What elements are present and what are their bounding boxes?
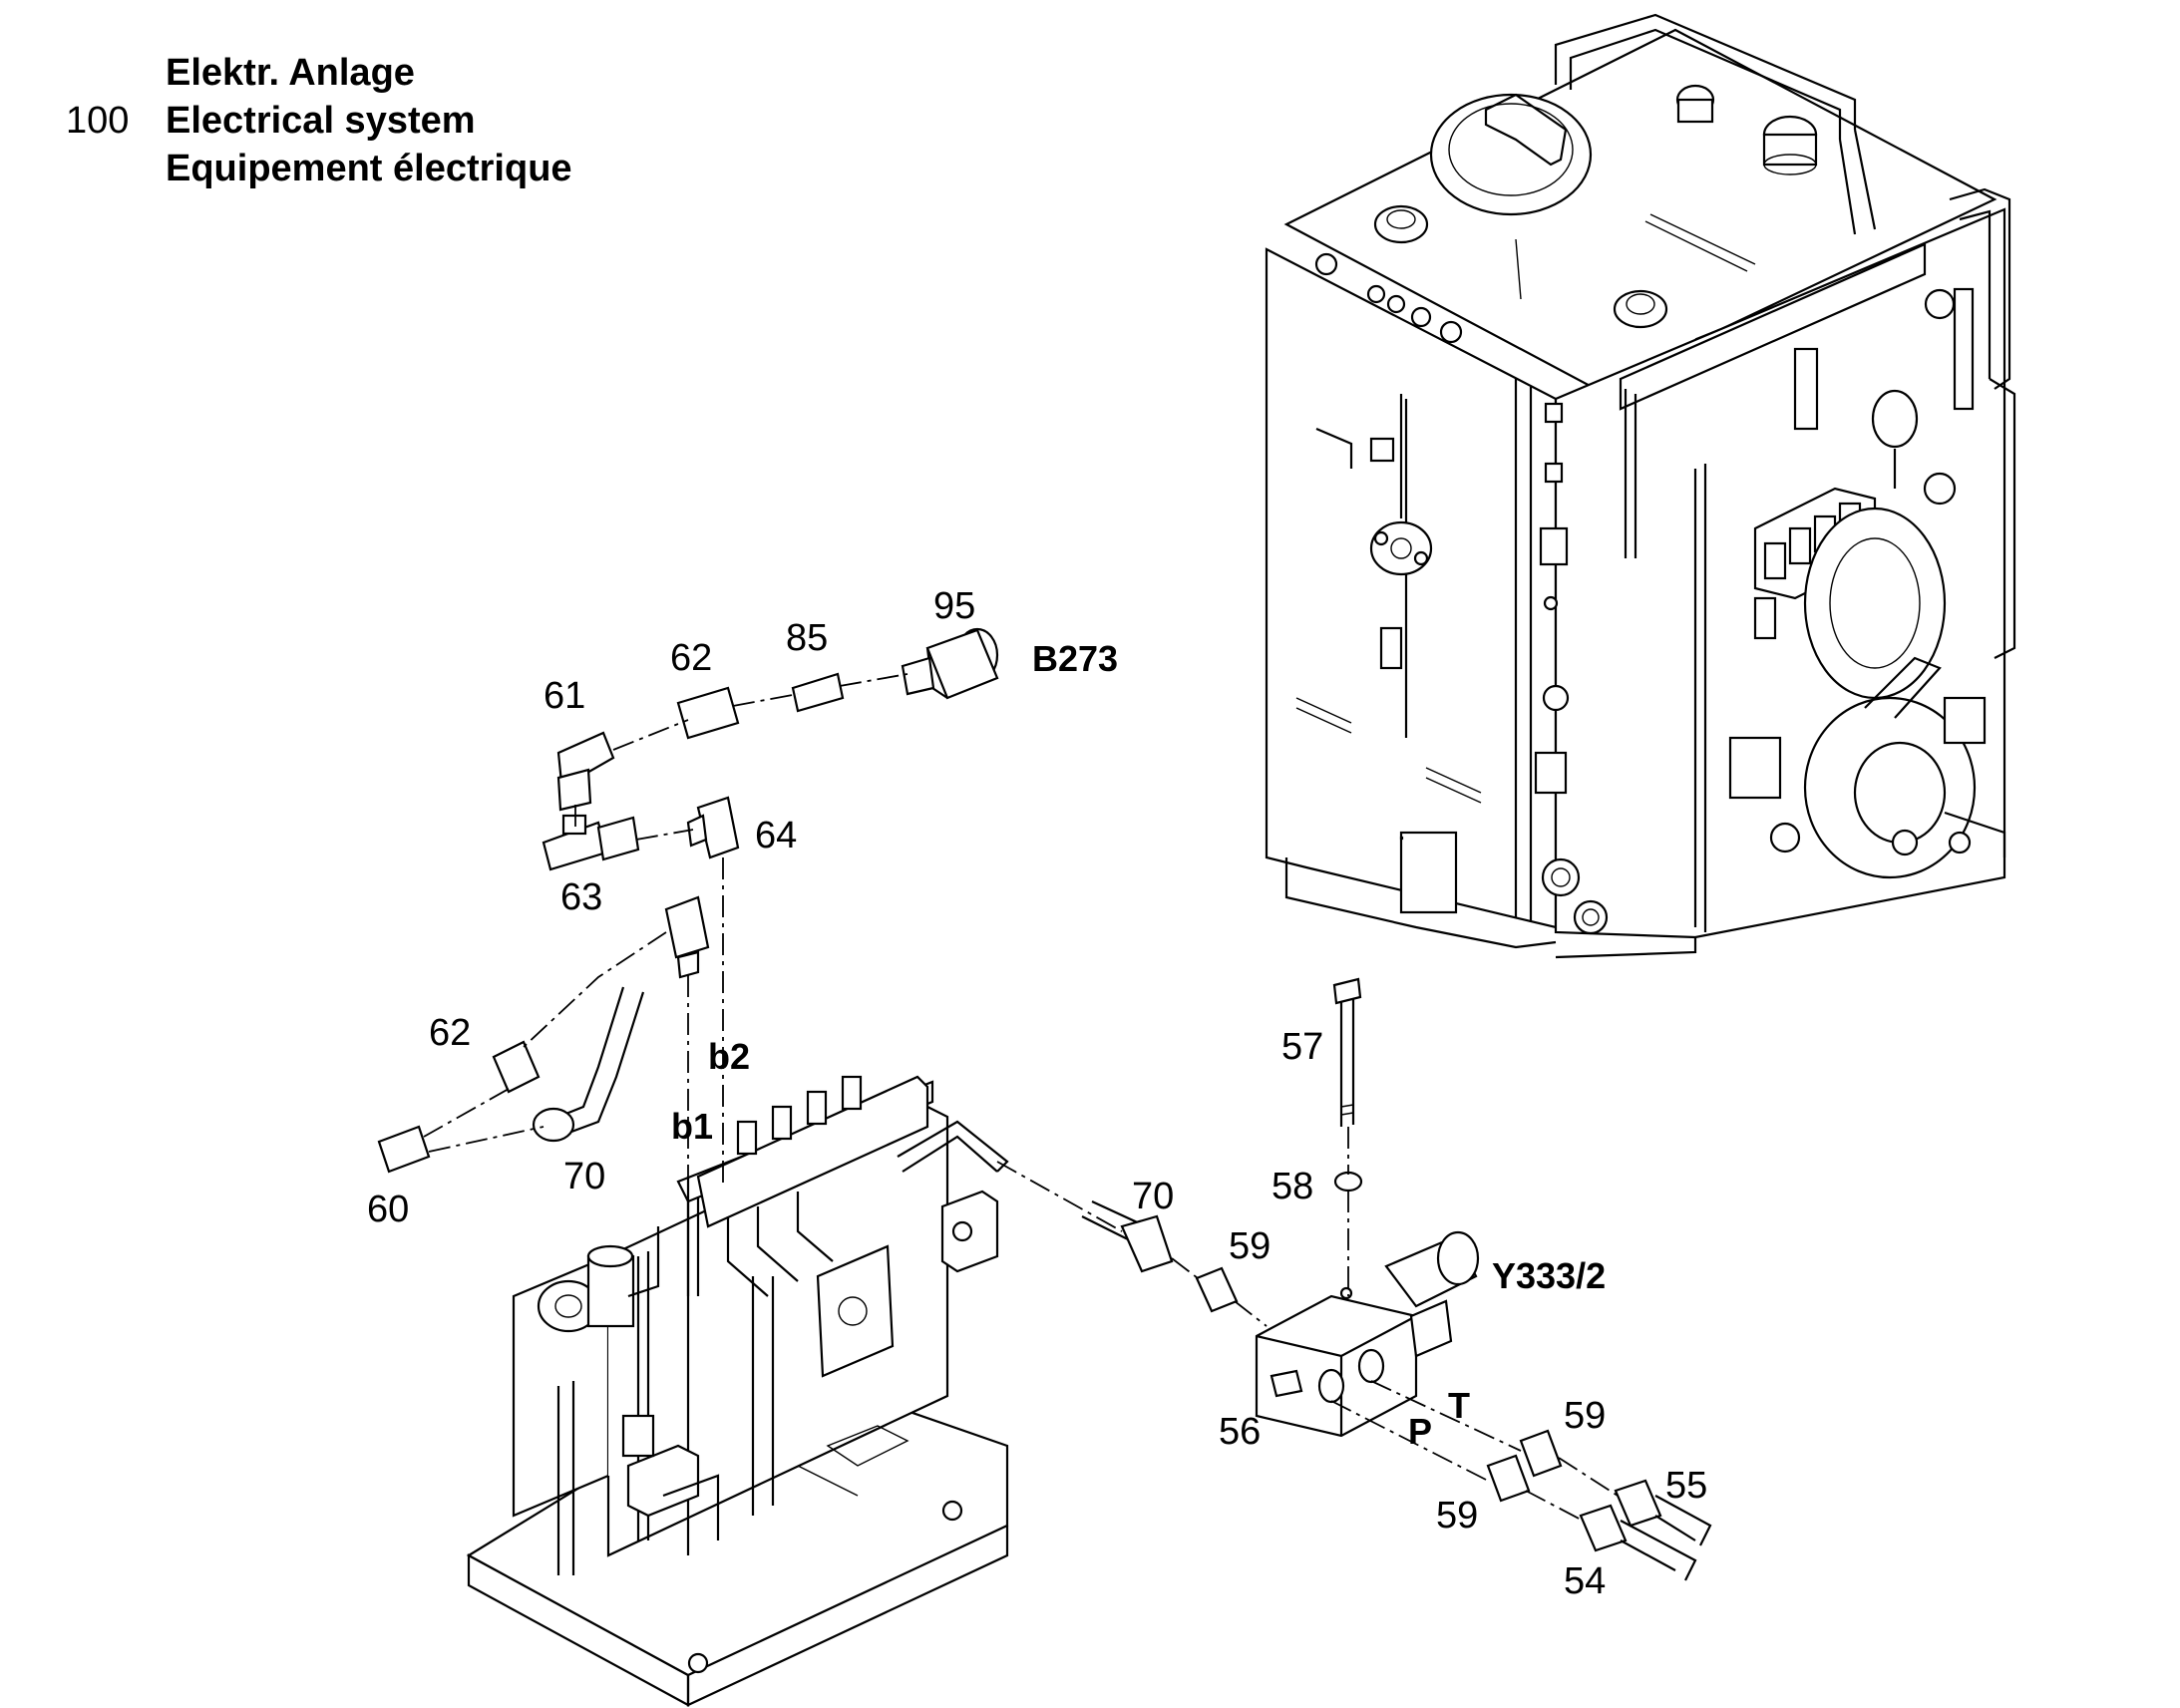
- group-number: 100: [66, 100, 130, 142]
- label-62-upper: 62: [670, 637, 712, 679]
- part-63-tee: [542, 814, 640, 871]
- label-55: 55: [1665, 1465, 1707, 1507]
- label-y333-2: Y333/2: [1492, 1255, 1606, 1296]
- part-64-fitting: [686, 796, 740, 859]
- label-70-right: 70: [1132, 1176, 1174, 1217]
- label-port-t: T: [1448, 1385, 1470, 1426]
- title-german: Elektr. Anlage: [166, 52, 415, 94]
- label-59-t: 59: [1564, 1395, 1606, 1437]
- label-59-upper: 59: [1229, 1225, 1271, 1267]
- part-57-bolt: [1332, 977, 1362, 1127]
- title-french: Equipement électrique: [166, 148, 572, 189]
- assembly-lines: [423, 673, 1619, 1522]
- label-b273: B273: [1032, 638, 1118, 679]
- valve-block-y333: [1255, 1230, 1480, 1438]
- part-62-nut-upper: [676, 686, 740, 740]
- label-57: 57: [1281, 1026, 1323, 1068]
- label-58: 58: [1272, 1166, 1313, 1207]
- part-70-hose-right: [1081, 1200, 1174, 1273]
- part-59-t-port: [1519, 1429, 1563, 1478]
- label-62-lower: 62: [429, 1012, 471, 1054]
- label-63: 63: [560, 876, 602, 918]
- label-59-p: 59: [1436, 1495, 1478, 1537]
- part-62-nut-lower: [492, 1040, 541, 1094]
- label-95: 95: [933, 585, 975, 627]
- part-70-hose-left: [532, 986, 645, 1143]
- label-60: 60: [367, 1189, 409, 1230]
- part-61-elbow: [556, 731, 615, 812]
- label-b1: b1: [671, 1106, 713, 1147]
- label-61: 61: [544, 675, 585, 717]
- label-56: 56: [1219, 1411, 1261, 1453]
- label-b2: b2: [708, 1036, 750, 1077]
- part-54-hose-end: [1579, 1504, 1697, 1581]
- label-64: 64: [755, 815, 797, 856]
- part-55-hose-end: [1614, 1479, 1712, 1546]
- hydraulic-tank-assembly: [1265, 13, 2016, 959]
- part-58-washer: [1333, 1171, 1363, 1193]
- part-59-p-port: [1486, 1454, 1531, 1503]
- part-59-upper: [1195, 1266, 1239, 1313]
- engine-inlet-fitting: [664, 895, 710, 979]
- title-english: Electrical system: [166, 100, 476, 142]
- label-85: 85: [786, 617, 828, 659]
- label-port-p: P: [1408, 1411, 1432, 1452]
- part-95-pressure-sensor: [901, 627, 999, 700]
- part-85-adapter: [791, 672, 845, 713]
- label-54: 54: [1564, 1560, 1606, 1602]
- label-70-left: 70: [563, 1156, 605, 1197]
- part-60-fitting: [377, 1125, 431, 1174]
- diagram-header: 100 Elektr. Anlage Electrical system Equ…: [0, 0, 698, 199]
- engine-block-assembly: [466, 1075, 1009, 1707]
